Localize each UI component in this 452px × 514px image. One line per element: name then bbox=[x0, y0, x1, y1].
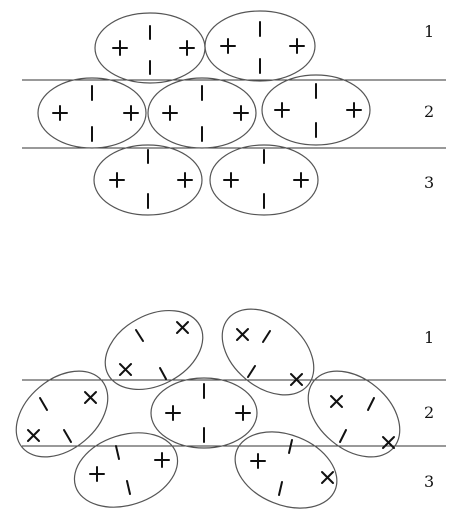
top-ellipse-r2-b bbox=[147, 77, 257, 149]
bottom-ellipse-r3-a bbox=[73, 432, 179, 508]
bottom-ellipse-r1-a bbox=[104, 310, 204, 390]
bottom-row-label-3: 3 bbox=[424, 472, 434, 491]
bottom-ellipse-r1-b bbox=[221, 308, 315, 396]
bottom-panel: 1 2 3 bbox=[15, 308, 446, 509]
top-ellipse-r2-c bbox=[261, 74, 371, 146]
top-panel: 1 2 3 bbox=[22, 10, 446, 216]
bottom-ellipse-r2-c bbox=[307, 370, 401, 458]
bottom-ellipse-r3-b bbox=[234, 431, 338, 509]
bottom-row-label-2: 2 bbox=[424, 403, 434, 422]
bottom-ellipse-r2-b bbox=[150, 377, 258, 449]
top-ellipse-r3-b bbox=[209, 144, 319, 216]
top-ellipse-r2-a bbox=[37, 77, 147, 149]
top-row-label-1: 1 bbox=[424, 22, 434, 41]
top-ellipse-r1-b bbox=[204, 10, 316, 82]
bottom-row-label-1: 1 bbox=[424, 328, 434, 347]
top-row-label-2: 2 bbox=[424, 102, 434, 121]
bottom-ellipse-r2-a bbox=[15, 370, 109, 458]
top-row-label-3: 3 bbox=[424, 173, 434, 192]
top-ellipse-r3-a bbox=[93, 144, 203, 216]
top-ellipse-r1-a bbox=[94, 12, 206, 84]
